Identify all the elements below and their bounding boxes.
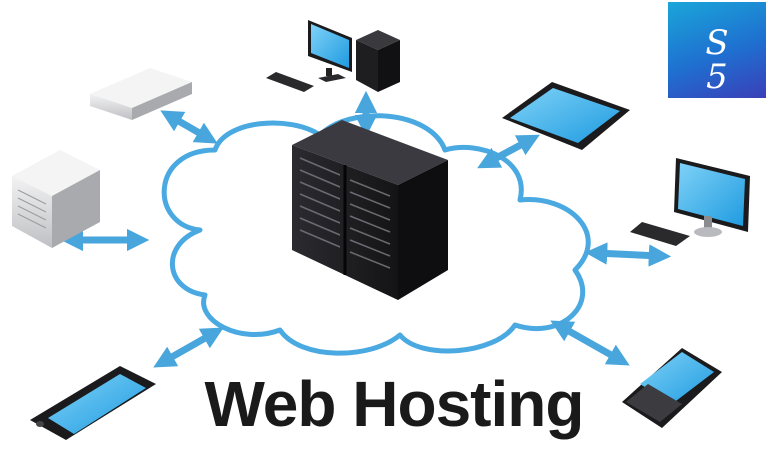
arrow-smartphone bbox=[153, 327, 224, 368]
arrow-blackberry bbox=[550, 320, 630, 366]
page-title: Web Hosting bbox=[204, 368, 585, 440]
desktop-computer-icon bbox=[266, 20, 400, 92]
smartphone-icon bbox=[30, 366, 156, 440]
rack-unit-icon bbox=[90, 68, 192, 120]
monitor-keyboard-icon bbox=[630, 158, 750, 246]
connection-arrows bbox=[60, 90, 672, 368]
server-rack-icon bbox=[292, 120, 448, 300]
tower-server-icon bbox=[12, 150, 100, 248]
arrow-rack-unit bbox=[160, 110, 218, 144]
brand-logo: S 5 SERV bbox=[668, 2, 766, 110]
tablet-icon bbox=[502, 82, 630, 150]
arrow-monitor bbox=[584, 242, 672, 267]
blackberry-phone-icon bbox=[622, 348, 722, 428]
arrow-tablet bbox=[477, 134, 540, 169]
logo-subtext: SERV bbox=[696, 104, 738, 110]
logo-mark: S 5 bbox=[705, 23, 743, 97]
